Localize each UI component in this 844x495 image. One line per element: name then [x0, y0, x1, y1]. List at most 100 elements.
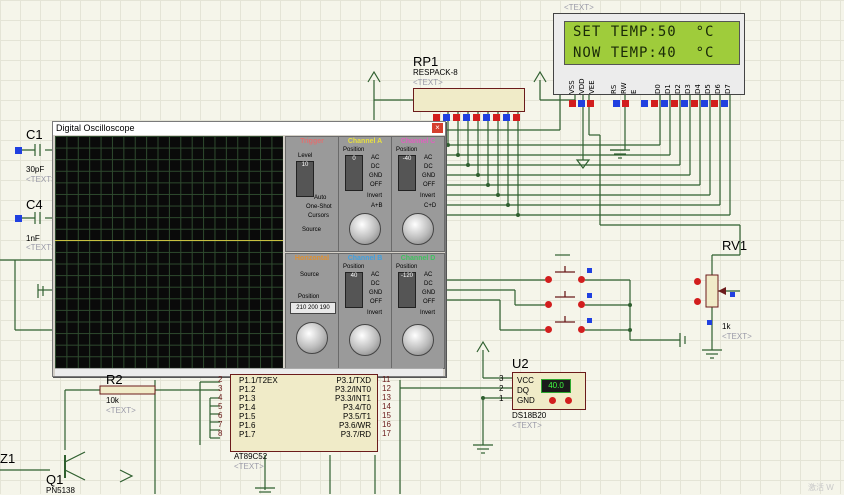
- trigger-level-selector[interactable]: 10: [296, 161, 314, 197]
- channel-a-invert[interactable]: Invert: [367, 193, 383, 199]
- mcu-pin-p11: P1.1/T2EX: [239, 376, 278, 385]
- rp1-text-tag: <TEXT>: [413, 78, 443, 87]
- horizontal-position-label: Position: [298, 294, 320, 300]
- channel-c-off[interactable]: OFF: [423, 182, 435, 188]
- button-1-terminal[interactable]: [578, 276, 585, 283]
- channel-c-dc[interactable]: DC: [424, 164, 433, 170]
- oscilloscope-window[interactable]: Digital Oscilloscope × Trigger Level 10 …: [52, 121, 446, 377]
- oscilloscope-title: Digital Oscilloscope: [53, 122, 445, 135]
- oscilloscope-scrollbar[interactable]: [55, 368, 443, 376]
- u2-increment-button[interactable]: [565, 397, 572, 404]
- lcd-pin-d7: D7: [724, 84, 732, 94]
- lcd-line-1: SET TEMP:50 °C: [573, 24, 715, 40]
- r2-value: 10k: [106, 396, 119, 405]
- channel-c-panel: Channel C Position -40 AC DC GND OFF Inv…: [391, 136, 445, 252]
- u2-text-tag: <TEXT>: [512, 421, 542, 430]
- mcu-pin-p14: P1.4: [239, 403, 256, 412]
- trigger-auto-label[interactable]: Auto: [314, 195, 327, 201]
- u2-decrement-button[interactable]: [549, 397, 556, 404]
- lcd-line-2: NOW TEMP:40 °C: [573, 45, 715, 61]
- horizontal-source-label: Source: [300, 272, 320, 278]
- lcd-pin-d0: D0: [654, 84, 662, 94]
- oscilloscope-screen: [55, 136, 283, 368]
- channel-d-volts-knob[interactable]: [402, 324, 434, 356]
- lcd-pin-d1: D1: [664, 84, 672, 94]
- channel-a-position-selector[interactable]: 0: [345, 155, 363, 191]
- lcd-pin-d4: D4: [694, 84, 702, 94]
- c1-pin[interactable]: [15, 147, 22, 154]
- button-1-terminal[interactable]: [545, 276, 552, 283]
- c1-name: C1: [26, 127, 43, 142]
- trigger-oneshot-label[interactable]: One-Shot: [306, 204, 332, 210]
- trigger-cursors-label[interactable]: Cursors: [308, 213, 330, 219]
- channel-a-panel: Channel A Position 0 AC DC GND OFF Inver…: [338, 136, 392, 252]
- channel-b-invert[interactable]: Invert: [367, 310, 383, 316]
- channel-c-volts-knob[interactable]: [402, 213, 434, 245]
- rv1-terminal[interactable]: [694, 278, 701, 285]
- lcd-pin-d2: D2: [674, 84, 682, 94]
- rp1-name: RP1: [413, 54, 439, 69]
- channel-c-position-selector[interactable]: -40: [398, 155, 416, 191]
- horizontal-panel: Horizontal Source Position 210 200 190: [285, 253, 339, 369]
- channel-c-position-label: Position: [396, 147, 418, 153]
- channel-a-ac[interactable]: AC: [371, 155, 380, 161]
- horizontal-timebase-knob[interactable]: [296, 322, 328, 354]
- c4-pin[interactable]: [15, 215, 22, 222]
- channel-d-invert[interactable]: Invert: [420, 310, 436, 316]
- mcu-pin-p33: P3.3/INT1: [334, 394, 371, 403]
- lcd-pin-vdd: VDD: [578, 78, 586, 94]
- button-3-state: [587, 318, 592, 323]
- u2-pin-num-1: 1: [499, 394, 504, 403]
- q1-name: Q1: [46, 472, 64, 487]
- lcd-text-tag: <TEXT>: [564, 3, 594, 12]
- channel-d-off[interactable]: OFF: [423, 299, 435, 305]
- channel-b-ac[interactable]: AC: [371, 272, 380, 278]
- channel-c-gnd[interactable]: GND: [422, 173, 436, 179]
- button-3-terminal[interactable]: [545, 326, 552, 333]
- channel-d-title: Channel D: [400, 255, 436, 262]
- channel-a-aplusb[interactable]: A+B: [371, 203, 383, 209]
- rv1-text-tag: <TEXT>: [722, 332, 752, 341]
- rp1-resistor-pack[interactable]: [413, 88, 525, 112]
- channel-b-gnd[interactable]: GND: [369, 290, 383, 296]
- channel-c-cplusd[interactable]: C+D: [424, 203, 437, 209]
- button-2-terminal[interactable]: [578, 301, 585, 308]
- channel-d-ac[interactable]: AC: [424, 272, 433, 278]
- channel-b-off[interactable]: OFF: [370, 299, 382, 305]
- mcu-type: AT89C52: [234, 452, 268, 461]
- channel-a-gnd[interactable]: GND: [369, 173, 383, 179]
- channel-b-dc[interactable]: DC: [371, 281, 380, 287]
- button-1-state: [587, 268, 592, 273]
- channel-c-ac[interactable]: AC: [424, 155, 433, 161]
- channel-d-gnd[interactable]: GND: [422, 290, 436, 296]
- button-3-terminal[interactable]: [578, 326, 585, 333]
- channel-a-dc[interactable]: DC: [371, 164, 380, 170]
- channel-c-title: Channel C: [400, 138, 436, 145]
- u2-name: U2: [512, 356, 529, 371]
- channel-d-dc[interactable]: DC: [424, 281, 433, 287]
- rv1-value: 1k: [722, 322, 731, 331]
- lcd-pin-d6: D6: [714, 84, 722, 94]
- channel-b-position-selector[interactable]: 40: [345, 272, 363, 308]
- channel-c-invert[interactable]: Invert: [420, 193, 436, 199]
- close-icon[interactable]: ×: [432, 123, 443, 133]
- channel-b-panel: Channel B Position 40 AC DC GND OFF Inve…: [338, 253, 392, 369]
- rv1-terminal[interactable]: [694, 298, 701, 305]
- channel-a-volts-knob[interactable]: [349, 213, 381, 245]
- channel-a-off[interactable]: OFF: [370, 182, 382, 188]
- oscilloscope-trace: [55, 240, 283, 241]
- channel-b-position-label: Position: [343, 264, 365, 270]
- c4-value: 1nF: [26, 234, 40, 243]
- button-2-terminal[interactable]: [545, 301, 552, 308]
- horizontal-position-readout[interactable]: 210 200 190: [290, 302, 336, 314]
- rv1-state: [707, 320, 712, 325]
- lcd-pin-vee: VEE: [588, 80, 596, 94]
- mcu-pin-p15: P1.5: [239, 412, 256, 421]
- channel-d-position-label: Position: [396, 264, 418, 270]
- channel-d-position-selector[interactable]: -120: [398, 272, 416, 308]
- channel-b-volts-knob[interactable]: [349, 324, 381, 356]
